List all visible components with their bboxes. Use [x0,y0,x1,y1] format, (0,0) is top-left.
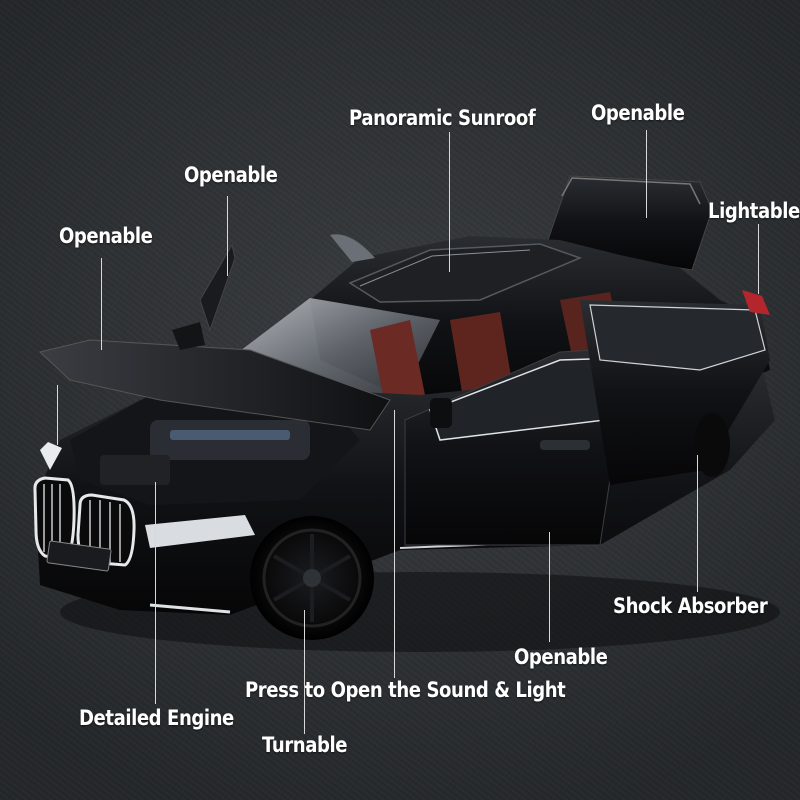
leader-sunroof [449,132,450,272]
label-shock-absorber: Shock Absorber [613,594,768,618]
label-lightable: Lightable [708,199,800,223]
label-press-sound-light: Press to Open the Sound & Light [245,678,566,702]
leader-lightable [758,224,759,294]
label-openable-trunk: Openable [591,101,685,125]
leader-hood [101,258,102,350]
leader-rear-doors [549,532,550,642]
leader-trunk [646,130,647,218]
label-detailed-engine: Detailed Engine [79,706,234,730]
leader-engine [155,482,156,704]
leader-sound-light [394,410,395,678]
leader-turnable [304,610,305,734]
tail-light [742,290,770,315]
license-plate [46,540,112,572]
headlight [145,515,255,548]
label-turnable: Turnable [262,733,348,757]
label-openable-rear-doors: Openable [514,645,608,669]
label-openable-hood: Openable [59,224,153,248]
label-openable-front-door: Openable [184,163,278,187]
hood [38,339,391,431]
label-panoramic-sunroof: Panoramic Sunroof [349,106,536,130]
front-seat [370,320,425,405]
leader-shock [697,455,698,592]
leader-front-door [227,196,228,276]
rear-wheel [694,413,730,477]
sunroof [348,243,583,303]
leader-headlight [57,385,58,445]
